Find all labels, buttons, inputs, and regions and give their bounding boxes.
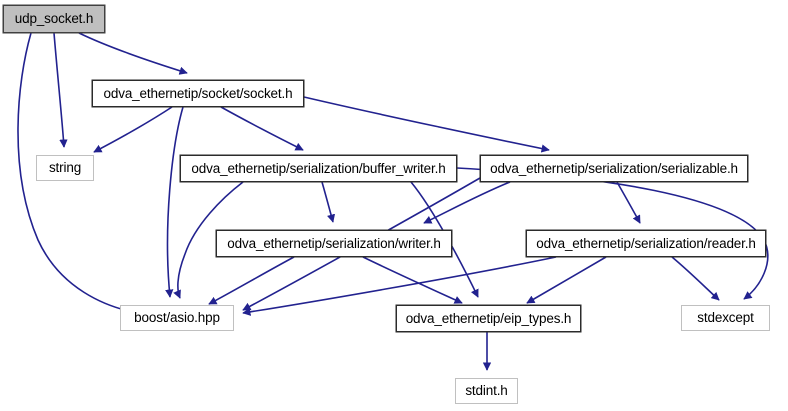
edge-writer-eip_types	[362, 256, 463, 304]
node-label: boost/asio.hpp	[134, 310, 220, 326]
edge-writer-boost_asio	[208, 256, 295, 305]
node-socket-h[interactable]: odva_ethernetip/socket/socket.h	[92, 80, 304, 107]
node-writer-h[interactable]: odva_ethernetip/serialization/writer.h	[216, 230, 452, 257]
edge-socket-buffer_writer	[220, 106, 304, 151]
edge-reader-stdexcept	[671, 256, 720, 301]
node-label: stdint.h	[465, 383, 508, 399]
edge-socket-serializable	[303, 96, 550, 153]
edge-serializable-reader	[616, 181, 641, 224]
node-eip-types-h[interactable]: odva_ethernetip/eip_types.h	[396, 305, 581, 332]
edge-udp_socket-socket	[78, 32, 188, 75]
edge-reader-eip_types	[526, 256, 607, 304]
edge-socket-string	[93, 106, 173, 153]
node-string[interactable]: string	[36, 155, 94, 181]
node-boost-asio-hpp[interactable]: boost/asio.hpp	[120, 305, 234, 331]
node-label: stdexcept	[697, 310, 754, 326]
node-label: odva_ethernetip/socket/socket.h	[103, 85, 293, 101]
node-buffer-writer-h[interactable]: odva_ethernetip/serialization/buffer_wri…	[180, 155, 457, 182]
node-label: string	[48, 160, 82, 176]
node-stdexcept[interactable]: stdexcept	[681, 305, 770, 331]
node-label: odva_ethernetip/serialization/writer.h	[227, 235, 441, 251]
node-stdint-h[interactable]: stdint.h	[455, 378, 518, 404]
node-label: odva_ethernetip/eip_types.h	[405, 310, 572, 326]
node-label: odva_ethernetip/serialization/serializab…	[490, 160, 738, 176]
edge-serializable-writer	[423, 181, 511, 224]
node-udp_socket-h[interactable]: udp_socket.h	[3, 5, 105, 33]
edge-udp_socket-boost_asio	[17, 32, 139, 316]
edge-reader-boost_asio	[242, 256, 557, 316]
node-label: odva_ethernetip/serialization/buffer_wri…	[191, 160, 446, 176]
edge-buffer_writer-boost_asio	[173, 181, 244, 299]
node-label: udp_socket.h	[14, 11, 94, 27]
edge-socket-boost_asio	[165, 106, 184, 298]
node-serializable-h[interactable]: odva_ethernetip/serialization/serializab…	[480, 155, 748, 182]
edge-udp_socket-string	[53, 32, 68, 148]
edge-buffer_writer-writer	[321, 181, 336, 223]
node-reader-h[interactable]: odva_ethernetip/serialization/reader.h	[526, 230, 766, 257]
node-label: odva_ethernetip/serialization/reader.h	[536, 235, 756, 251]
